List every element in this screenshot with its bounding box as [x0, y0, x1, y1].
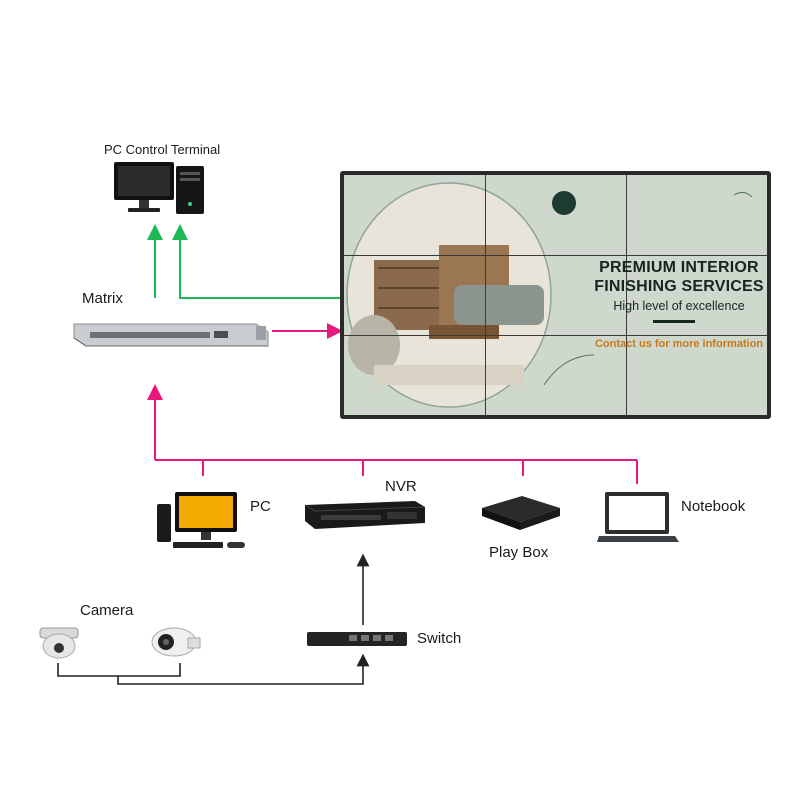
- label-notebook: Notebook: [681, 498, 746, 515]
- interior-scene-image: [346, 182, 753, 408]
- label-play-box: Play Box: [489, 544, 549, 561]
- label-pc-control-terminal: PC Control Terminal: [104, 142, 221, 157]
- video-wall[interactable]: PREMIUM INTERIOR FINISHING SERVICES High…: [340, 171, 771, 419]
- label-pc: PC: [250, 498, 271, 515]
- wall-subtitle: High level of excellence: [613, 299, 745, 313]
- wall-cta: Contact us for more information: [594, 338, 764, 350]
- dome-camera-icon[interactable]: [34, 624, 84, 664]
- video-wall-screen: PREMIUM INTERIOR FINISHING SERVICES High…: [344, 175, 767, 415]
- wall-headline: PREMIUM INTERIOR FINISHING SERVICES: [594, 259, 764, 295]
- label-switch: Switch: [417, 630, 462, 647]
- pc-icon[interactable]: [155, 490, 250, 552]
- nvr-icon[interactable]: [303, 495, 427, 535]
- label-camera: Camera: [80, 602, 134, 619]
- laptop-icon[interactable]: [597, 490, 681, 550]
- wall-divider: [653, 320, 695, 323]
- pc-control-terminal-icon[interactable]: [112, 160, 212, 220]
- set-top-box-icon[interactable]: [478, 492, 564, 532]
- bullet-camera-icon[interactable]: [148, 624, 204, 664]
- matrix-icon[interactable]: [70, 314, 270, 354]
- green-wire-wall-to-terminal: [172, 224, 340, 299]
- network-switch-icon[interactable]: [305, 626, 409, 650]
- label-nvr: NVR: [385, 478, 417, 495]
- label-matrix: Matrix: [82, 290, 123, 307]
